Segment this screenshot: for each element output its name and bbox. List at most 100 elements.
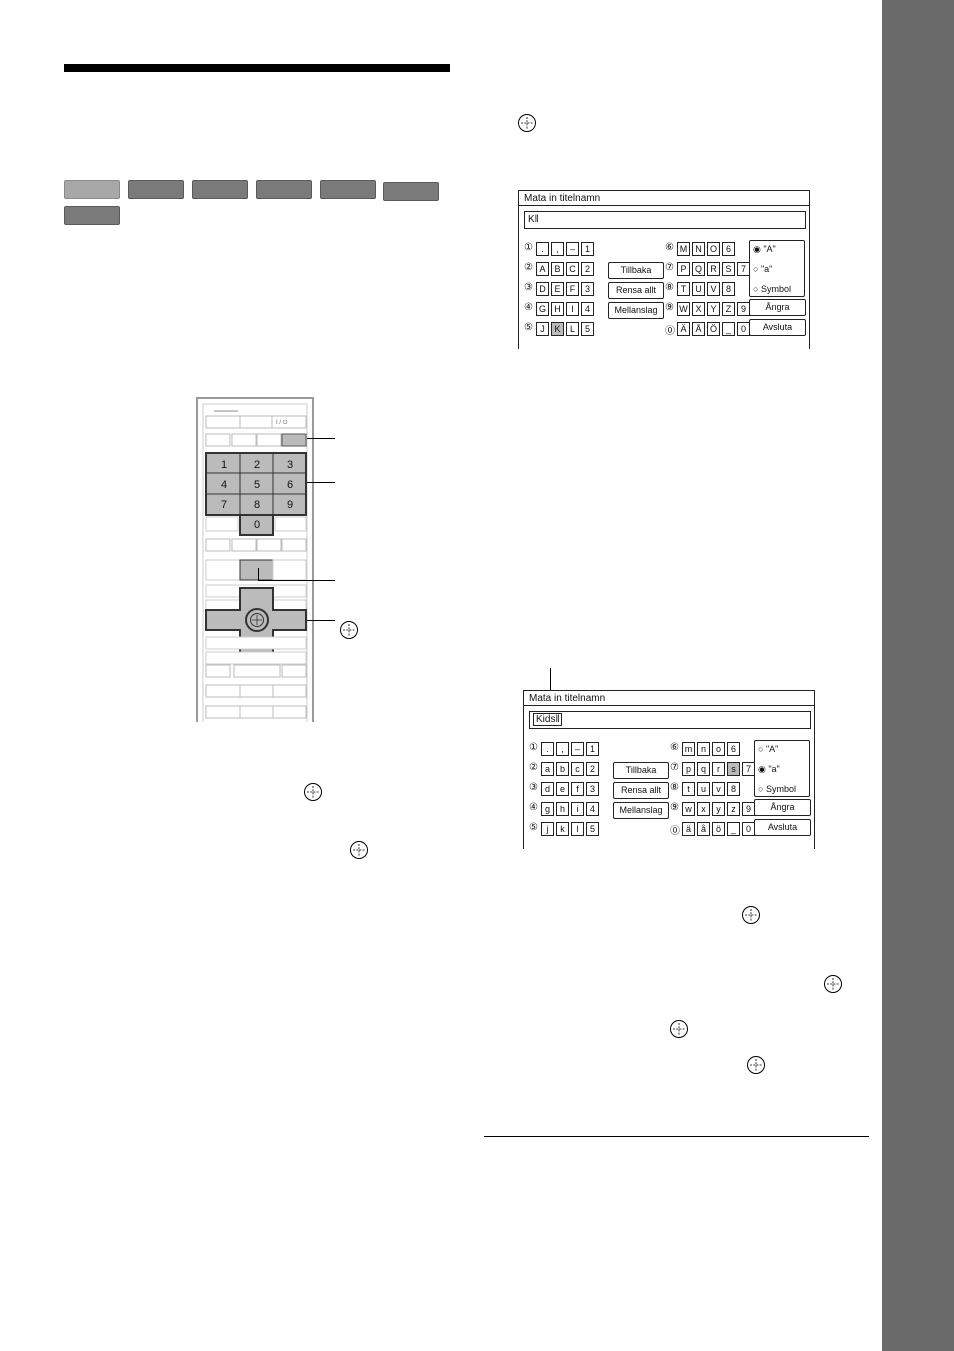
character-key[interactable]: R [707,262,720,276]
character-key[interactable]: Q [692,262,705,276]
character-key[interactable]: . [541,742,554,756]
space-button[interactable]: Mellanslag [613,802,669,819]
title-input-field[interactable]: K‖ [524,211,806,229]
character-key[interactable]: h [556,802,569,816]
mode-option[interactable]: ○ "a" [753,264,772,274]
radio-icon[interactable]: ○ [753,264,761,274]
character-key[interactable]: 4 [586,802,599,816]
character-key[interactable]: W [677,302,690,316]
character-key[interactable]: 4 [581,302,594,316]
character-key[interactable]: K [551,322,564,336]
character-key[interactable]: 0 [737,322,750,336]
character-key[interactable]: . [536,242,549,256]
character-key[interactable]: t [682,782,695,796]
character-key[interactable]: J [536,322,549,336]
character-key[interactable]: s [727,762,740,776]
character-key[interactable]: 6 [722,242,735,256]
character-key[interactable]: I [566,302,579,316]
character-key[interactable]: 5 [586,822,599,836]
character-key[interactable]: N [692,242,705,256]
input-mode-selector[interactable]: ○ "A" ◉ "a" ○ Symbol [754,740,810,797]
character-key[interactable]: 2 [581,262,594,276]
character-key[interactable]: x [697,802,710,816]
character-key[interactable]: Ä [677,322,690,336]
character-key[interactable]: L [566,322,579,336]
mode-option[interactable]: ◉ "A" [753,244,776,255]
character-key[interactable]: b [556,762,569,776]
character-key[interactable]: u [697,782,710,796]
character-key[interactable]: 1 [586,742,599,756]
radio-icon[interactable]: ○ [758,744,766,754]
character-key[interactable]: ö [712,822,725,836]
character-key[interactable]: 3 [581,282,594,296]
radio-icon[interactable]: ○ [753,284,761,294]
character-key[interactable]: å [697,822,710,836]
character-key[interactable]: a [541,762,554,776]
character-key[interactable]: 5 [581,322,594,336]
clear-all-button[interactable]: Rensa allt [613,782,669,799]
character-key[interactable]: Z [722,302,735,316]
character-key[interactable]: g [541,802,554,816]
character-key[interactable]: _ [727,822,740,836]
character-key[interactable]: B [551,262,564,276]
character-key[interactable]: Ö [707,322,720,336]
character-key[interactable]: P [677,262,690,276]
character-key[interactable]: D [536,282,549,296]
character-key[interactable]: , [556,742,569,756]
character-key[interactable]: 8 [722,282,735,296]
character-key[interactable]: e [556,782,569,796]
character-key[interactable]: d [541,782,554,796]
character-key[interactable]: p [682,762,695,776]
character-key[interactable]: S [722,262,735,276]
character-key[interactable]: – [571,742,584,756]
character-key[interactable]: k [556,822,569,836]
character-key[interactable]: H [551,302,564,316]
radio-icon[interactable]: ○ [758,784,766,794]
character-key[interactable]: c [571,762,584,776]
character-key[interactable]: l [571,822,584,836]
character-key[interactable]: r [712,762,725,776]
character-key[interactable]: , [551,242,564,256]
finish-button[interactable]: Avsluta [749,319,806,336]
character-key[interactable]: 6 [727,742,740,756]
character-key[interactable]: z [727,802,740,816]
character-key[interactable]: 8 [727,782,740,796]
character-key[interactable]: M [677,242,690,256]
finish-button[interactable]: Avsluta [754,819,811,836]
character-key[interactable]: m [682,742,695,756]
input-mode-selector[interactable]: ◉ "A"○ "a"○ Symbol [749,240,805,297]
character-key[interactable]: T [677,282,690,296]
character-key[interactable]: v [712,782,725,796]
title-input-field[interactable]: Kids‖ [529,711,811,729]
character-key[interactable]: C [566,262,579,276]
mode-option[interactable]: ○ "A" [758,744,778,754]
character-key[interactable]: f [571,782,584,796]
clear-all-button[interactable]: Rensa allt [608,282,664,299]
mode-option[interactable]: ◉ "a" [758,764,780,775]
character-key[interactable]: 1 [581,242,594,256]
character-key[interactable]: _ [722,322,735,336]
character-key[interactable]: F [566,282,579,296]
character-key[interactable]: q [697,762,710,776]
character-key[interactable]: A [536,262,549,276]
character-key[interactable]: ä [682,822,695,836]
mode-option[interactable]: ○ Symbol [758,784,796,794]
character-key[interactable]: – [566,242,579,256]
radio-icon[interactable]: ◉ [758,764,769,774]
character-key[interactable]: 3 [586,782,599,796]
character-key[interactable]: i [571,802,584,816]
back-button[interactable]: Tillbaka [613,762,669,779]
character-key[interactable]: O [707,242,720,256]
character-key[interactable]: j [541,822,554,836]
character-key[interactable]: o [712,742,725,756]
character-key[interactable]: y [712,802,725,816]
character-key[interactable]: U [692,282,705,296]
radio-icon[interactable]: ◉ [753,244,764,254]
back-button[interactable]: Tillbaka [608,262,664,279]
character-key[interactable]: w [682,802,695,816]
character-key[interactable]: n [697,742,710,756]
undo-button[interactable]: Ångra [754,799,811,816]
character-key[interactable]: 2 [586,762,599,776]
character-key[interactable]: Å [692,322,705,336]
character-key[interactable]: X [692,302,705,316]
